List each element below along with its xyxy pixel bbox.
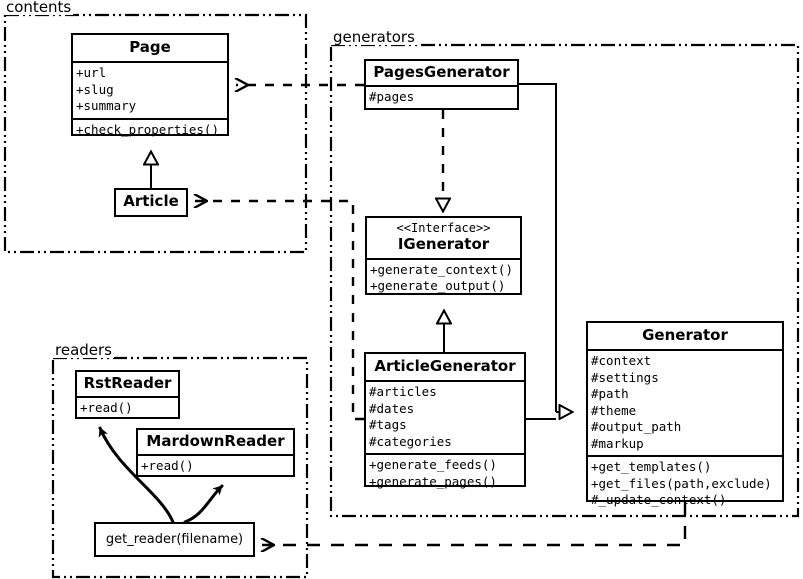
method: #_update_context() bbox=[591, 492, 727, 508]
class-name-article: Article bbox=[123, 192, 179, 210]
package-label-generators: generators bbox=[331, 28, 417, 46]
class-name-page: Page bbox=[129, 38, 171, 56]
attribute: #categories bbox=[369, 433, 452, 449]
attribute: +url bbox=[76, 65, 107, 81]
class-box-rstreader[interactable]: RstReader +read() bbox=[75, 370, 180, 419]
package-label-contents: contents bbox=[4, 0, 74, 16]
class-methods-page: +check_properties() bbox=[73, 117, 227, 142]
attribute: #articles bbox=[369, 384, 437, 400]
class-name-igenerator: <<Interface>> IGenerator bbox=[367, 218, 520, 258]
method: +generate_feeds() bbox=[369, 457, 497, 473]
class-box-page[interactable]: Page +url +slug +summary +check_properti… bbox=[71, 33, 229, 137]
relationship-getreader-mardownreader bbox=[183, 484, 224, 524]
class-box-pagesgenerator[interactable]: PagesGenerator #pages bbox=[364, 59, 519, 110]
package-frame-contents bbox=[3, 13, 308, 254]
attribute: #context bbox=[591, 353, 652, 369]
attribute: +slug bbox=[76, 81, 114, 97]
class-attributes-pagesgenerator: #pages bbox=[366, 85, 517, 109]
attribute: #tags bbox=[369, 417, 407, 433]
method: +check_properties() bbox=[76, 121, 219, 137]
class-name-mardownreader: MardownReader bbox=[146, 432, 285, 450]
class-attributes-articlegenerator: #articles #dates #tags #categories bbox=[366, 380, 524, 453]
class-box-igenerator[interactable]: <<Interface>> IGenerator +generate_conte… bbox=[365, 216, 522, 295]
attribute: #pages bbox=[369, 89, 415, 105]
method: +get_files(path,exclude) bbox=[591, 475, 772, 491]
class-name-generator: Generator bbox=[642, 326, 728, 344]
attribute: #output_path bbox=[591, 419, 682, 435]
method: +read() bbox=[80, 400, 133, 416]
attribute: +summary bbox=[76, 98, 137, 114]
package-frame-generators bbox=[329, 43, 800, 518]
class-attributes-generator: #context #settings #path #theme #output_… bbox=[588, 349, 782, 455]
class-attributes-page: +url +slug +summary bbox=[73, 61, 227, 118]
class-methods-igenerator: +generate_context() +generate_output() bbox=[367, 257, 520, 298]
relationship-generator-getreader bbox=[262, 502, 687, 545]
attribute: #markup bbox=[591, 435, 644, 451]
attribute: #settings bbox=[591, 369, 659, 385]
class-box-article[interactable]: Article bbox=[114, 188, 188, 217]
class-methods-generator: +get_templates() +get_files(path,exclude… bbox=[588, 455, 782, 512]
class-name-text: IGenerator bbox=[397, 235, 490, 254]
method: +generate_output() bbox=[370, 278, 506, 294]
class-box-mardownreader[interactable]: MardownReader +read() bbox=[136, 428, 295, 477]
class-methods-articlegenerator: +generate_feeds() +generate_pages() bbox=[366, 453, 524, 493]
method: +generate_pages() bbox=[369, 473, 497, 489]
class-stereotype-igenerator: <<Interface>> bbox=[396, 221, 491, 235]
method: +read() bbox=[141, 458, 194, 474]
relationship-getreader-rstreader bbox=[98, 426, 175, 524]
attribute: #dates bbox=[369, 400, 415, 416]
class-box-articlegenerator[interactable]: ArticleGenerator #articles #dates #tags … bbox=[364, 352, 526, 489]
function-box-get-reader[interactable]: get_reader(filename) bbox=[94, 522, 255, 557]
class-name-pagesgenerator: PagesGenerator bbox=[373, 63, 510, 81]
method: +generate_context() bbox=[370, 261, 513, 277]
package-frame-readers bbox=[51, 356, 309, 579]
class-box-generator[interactable]: Generator #context #settings #path #them… bbox=[586, 321, 784, 507]
relationship-articlegenerator-article bbox=[195, 201, 364, 421]
class-methods-mardownreader: +read() bbox=[138, 454, 293, 478]
class-name-articlegenerator: ArticleGenerator bbox=[374, 357, 516, 375]
attribute: #theme bbox=[591, 402, 637, 418]
attribute: #path bbox=[591, 386, 629, 402]
package-label-readers: readers bbox=[53, 341, 114, 359]
relationship-generators-to-generator bbox=[519, 83, 572, 420]
class-methods-rstreader: +read() bbox=[77, 396, 178, 420]
class-name-rstreader: RstReader bbox=[83, 374, 172, 392]
method: +get_templates() bbox=[591, 459, 712, 475]
